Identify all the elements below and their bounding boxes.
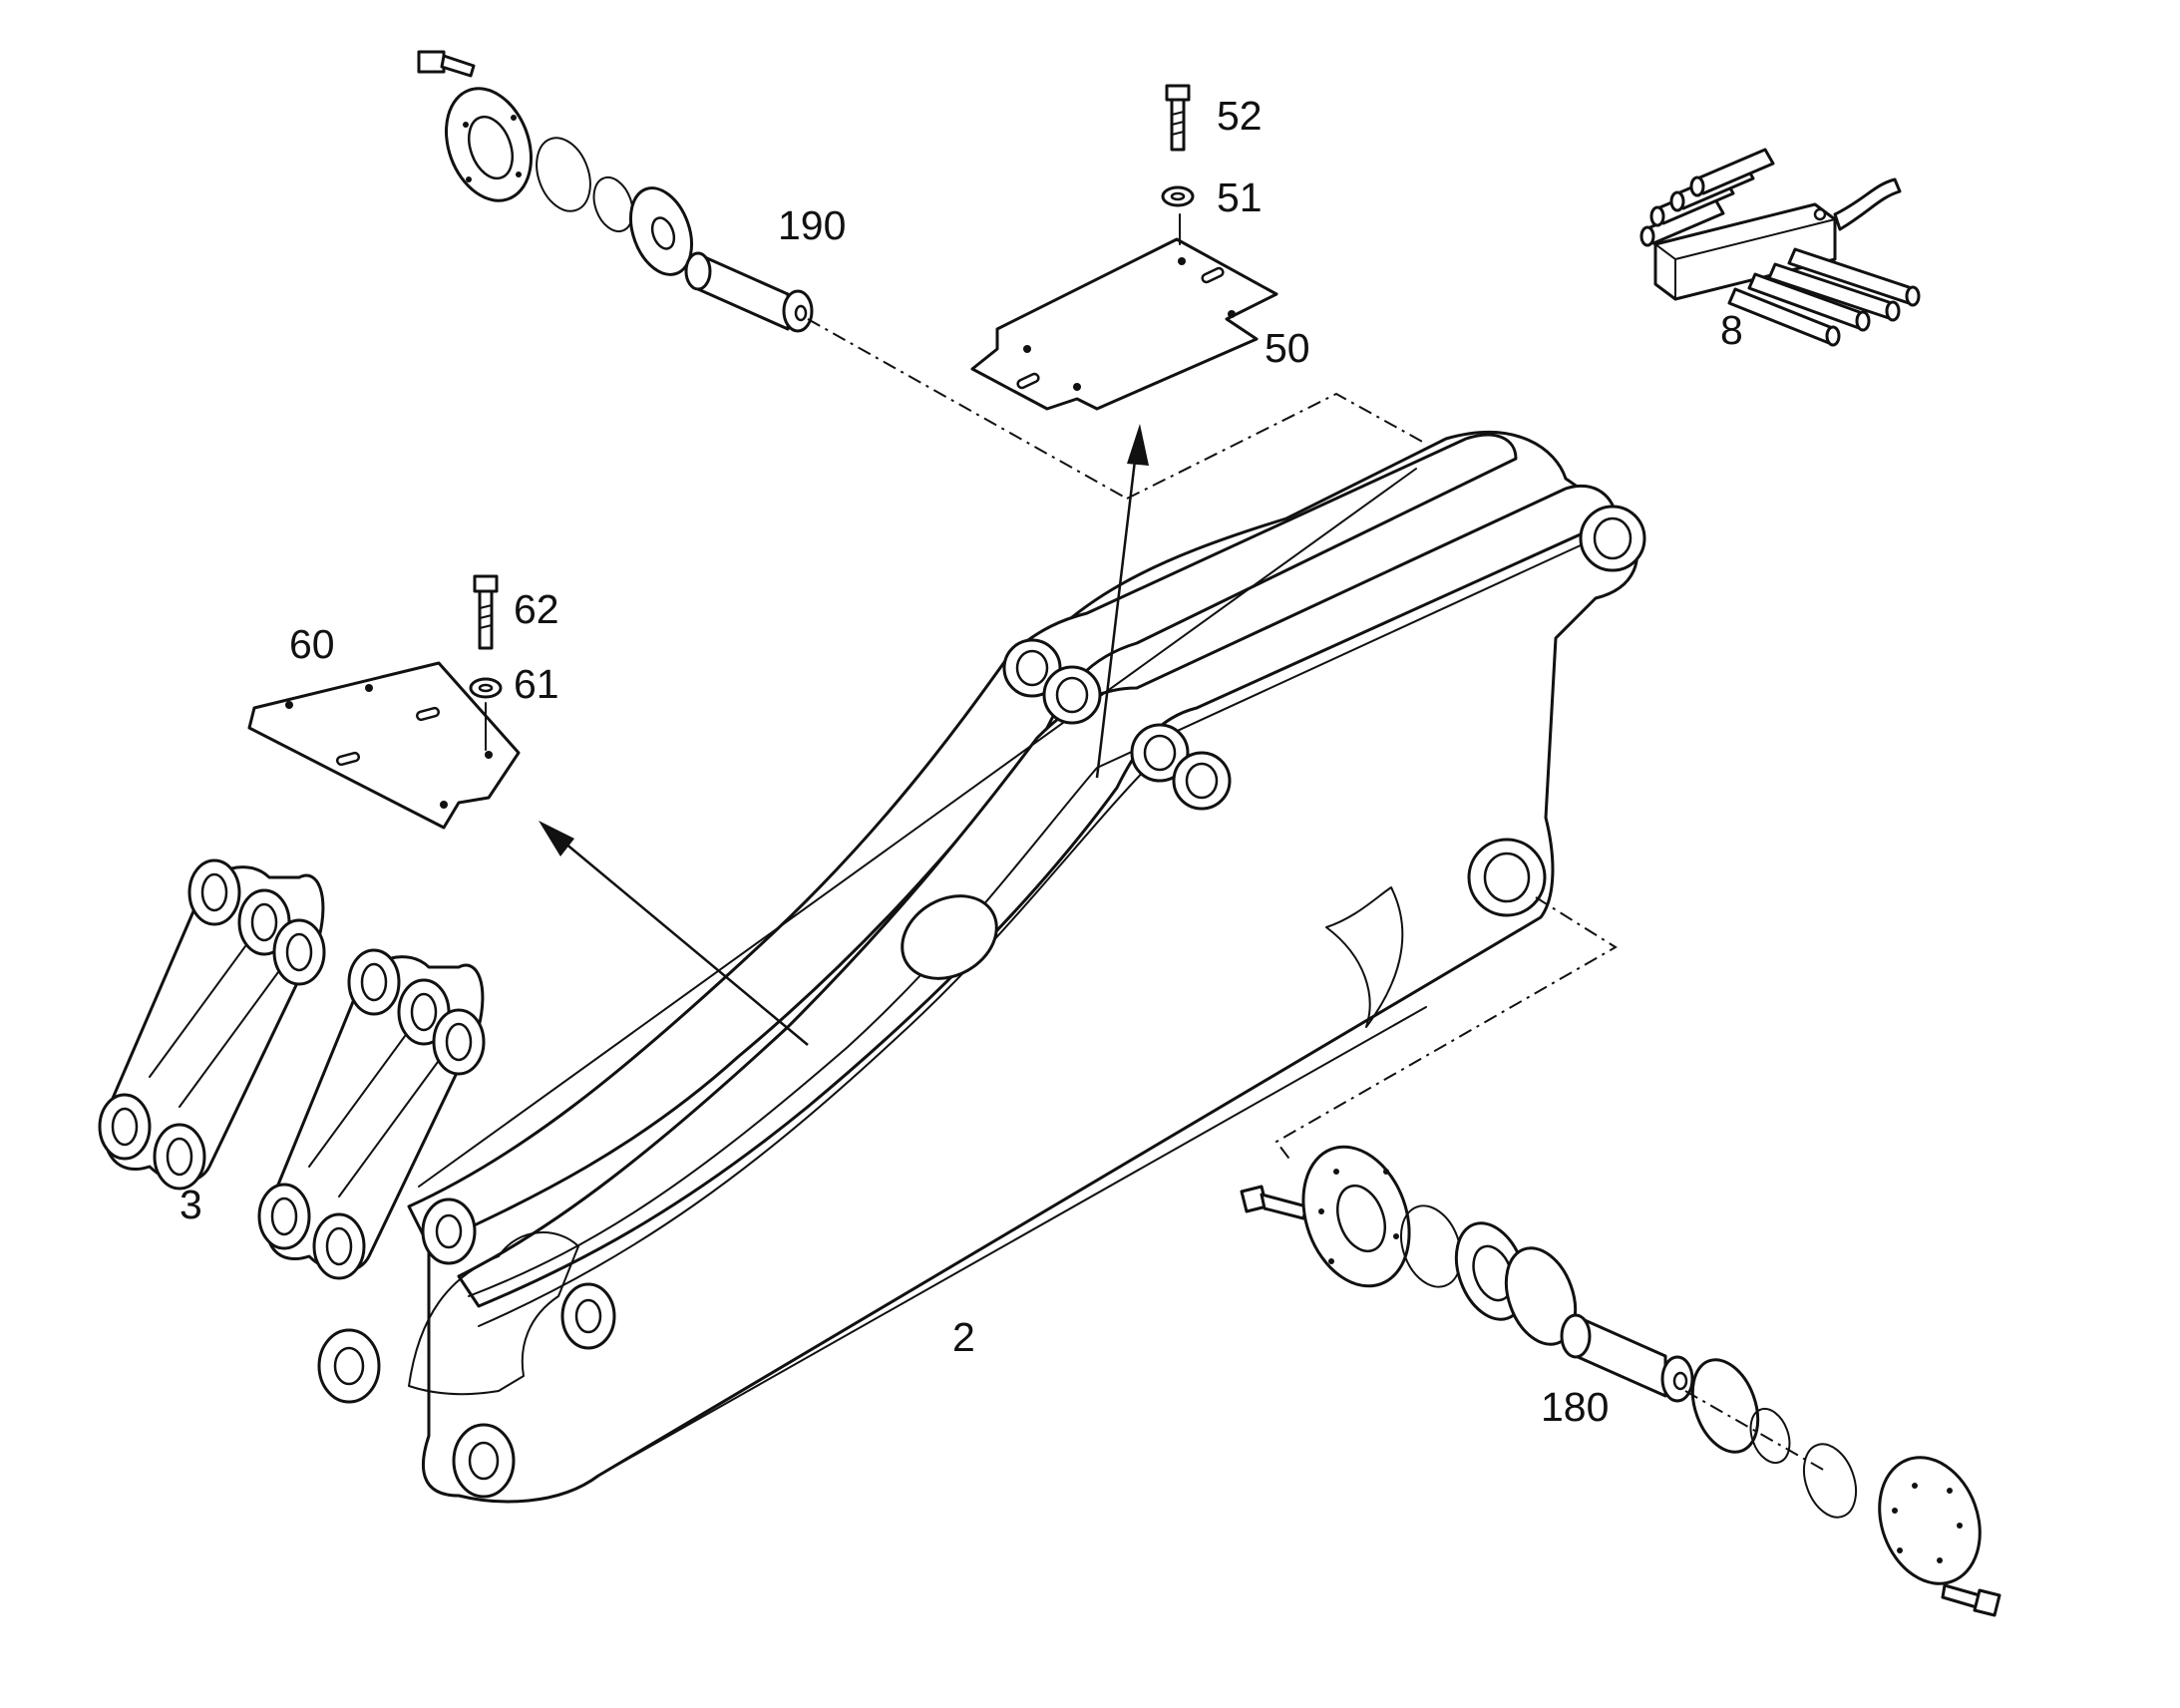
link-right bbox=[257, 948, 486, 1280]
label-3: 3 bbox=[180, 1182, 202, 1227]
label-51: 51 bbox=[1217, 174, 1263, 220]
washer-51 bbox=[1161, 185, 1195, 207]
bottom-pin-assembly bbox=[1240, 1145, 2001, 1617]
label-61: 61 bbox=[514, 661, 559, 707]
label-190: 190 bbox=[778, 202, 846, 248]
bolt-62 bbox=[473, 574, 499, 650]
boom-assembly bbox=[317, 431, 1646, 1504]
hydraulic-block-8 bbox=[1639, 148, 1921, 347]
arrow-to-plate-50 bbox=[1095, 424, 1149, 779]
label-62: 62 bbox=[514, 586, 559, 632]
top-pin-assembly bbox=[417, 50, 814, 333]
cover-plate-60 bbox=[247, 661, 521, 830]
label-50: 50 bbox=[1265, 325, 1310, 371]
boom-access-hole bbox=[901, 894, 998, 980]
link-left bbox=[98, 858, 326, 1191]
cover-plate-50 bbox=[970, 213, 1278, 411]
label-180: 180 bbox=[1541, 1384, 1609, 1430]
label-52: 52 bbox=[1217, 93, 1263, 139]
bolt-52 bbox=[1165, 84, 1191, 152]
boom-rail bbox=[468, 537, 1597, 1297]
label-8: 8 bbox=[1720, 307, 1743, 353]
reference-lines bbox=[807, 318, 1826, 1472]
washer-61 bbox=[469, 677, 503, 699]
label-60: 60 bbox=[289, 621, 335, 667]
arrow-to-plate-60 bbox=[539, 821, 809, 1046]
boom-top-flange bbox=[407, 433, 1518, 1248]
label-2: 2 bbox=[952, 1314, 975, 1360]
